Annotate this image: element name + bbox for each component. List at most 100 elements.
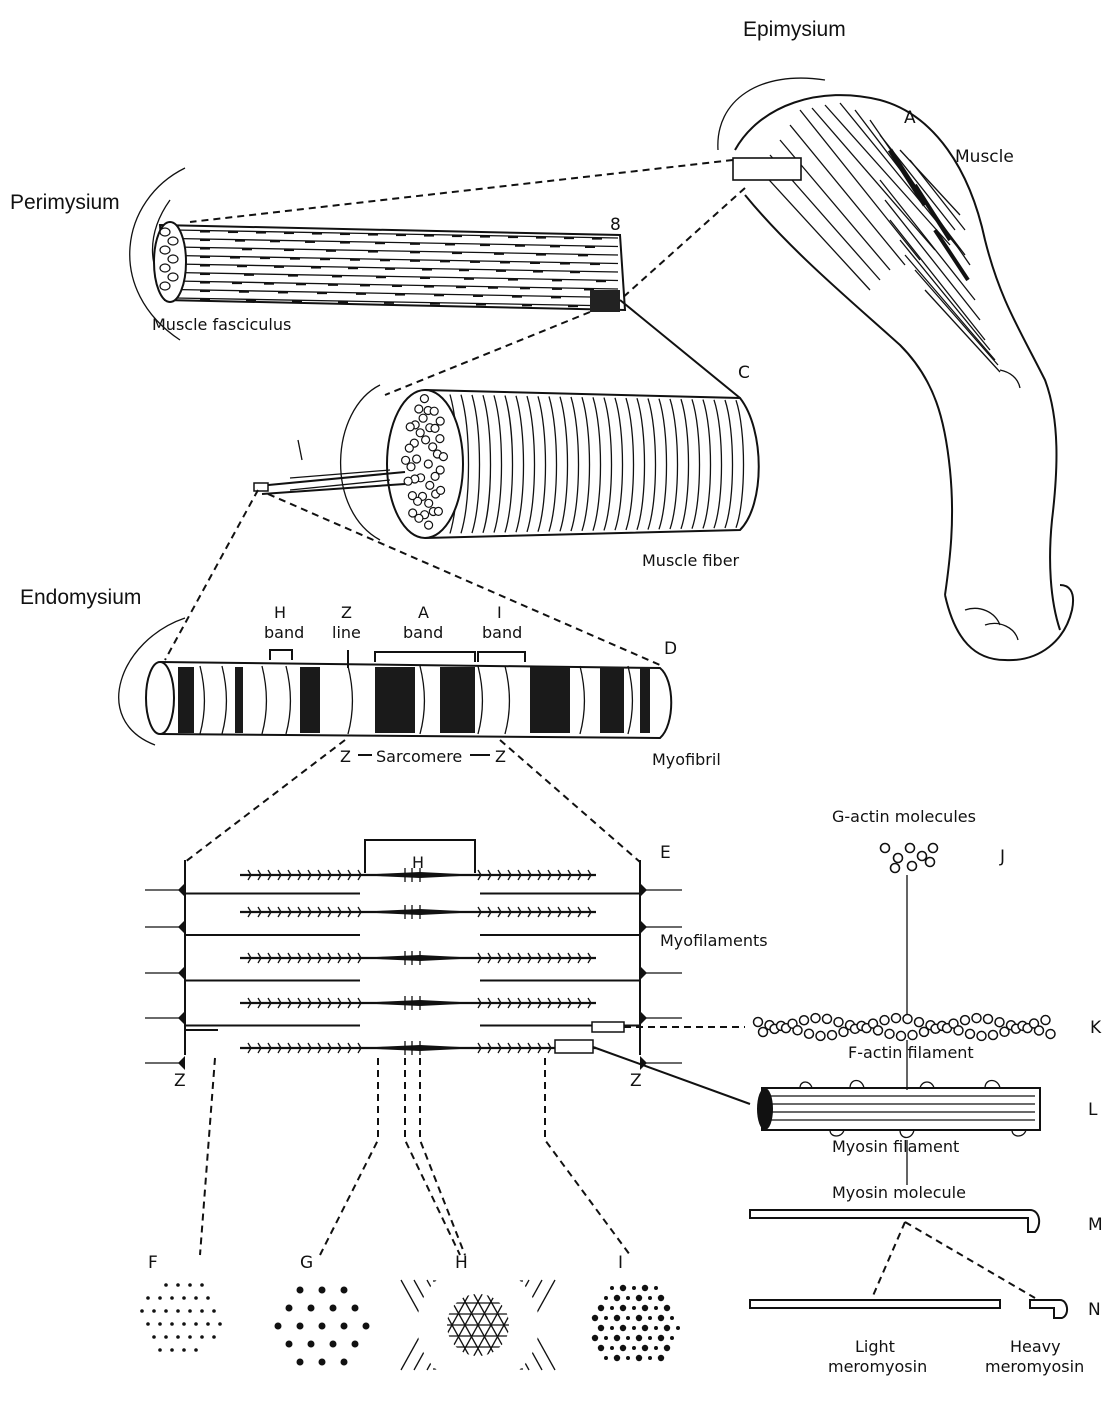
myofibril-line [200, 666, 205, 734]
myofibril-dark-band [530, 667, 570, 733]
cross-section-dot [164, 1335, 168, 1339]
f-actin-bead [984, 1014, 993, 1023]
cross-section-dot [158, 1322, 162, 1326]
cross-section-dot [620, 1325, 626, 1331]
fiber-end-myofibril [436, 435, 444, 443]
cross-section-dot [642, 1325, 648, 1331]
label-sarcomere-right-z: Z [495, 747, 506, 766]
cross-section-dot [363, 1323, 370, 1330]
cross-section-dot [632, 1346, 636, 1350]
fiber-end-myofibril [408, 492, 416, 500]
cross-section-dot [352, 1341, 359, 1348]
cross-section-dot [176, 1309, 180, 1313]
cross-section-dot [341, 1287, 348, 1294]
label-z-line-top: Z [341, 603, 352, 622]
cross-section-dot [658, 1295, 664, 1301]
f-actin-bead [1046, 1029, 1055, 1038]
label-perimysium: Perimysium [10, 191, 120, 214]
g-actin-molecule [881, 844, 890, 853]
fiber-end-myofibril [426, 481, 434, 489]
myofibril-dark-band [300, 667, 320, 733]
f-actin-bead [989, 1031, 998, 1040]
cross-section-dot [330, 1341, 337, 1348]
cross-section-dot [206, 1296, 210, 1300]
cross-section-dot [598, 1345, 604, 1351]
cross-section-dot [194, 1322, 198, 1326]
f-actin-bead [1041, 1016, 1050, 1025]
fiber-end-myofibril [425, 499, 433, 507]
thick-filament-center [355, 1000, 480, 1006]
arm-sample-box [733, 158, 801, 180]
fiber-striation [659, 399, 667, 530]
cross-section-dot [188, 1335, 192, 1339]
fiber-end-myofibril [405, 444, 413, 452]
cross-section-dot [170, 1322, 174, 1326]
cross-section-dot [200, 1283, 204, 1287]
label-letter-l: L [1088, 1100, 1098, 1120]
label-myosin-molecule: Myosin molecule [832, 1183, 966, 1202]
label-letter-f: F [148, 1253, 158, 1273]
cross-section-dot [341, 1323, 348, 1330]
cross-section-dot [614, 1355, 620, 1361]
g-actin-molecule [891, 864, 900, 873]
label-z-line-bottom: line [332, 623, 361, 642]
cross-section-dot [319, 1287, 326, 1294]
label-h-band-top: H [274, 603, 286, 622]
fiber-striation [626, 398, 634, 530]
cross-section-dot [658, 1335, 664, 1341]
myofibril-dark-band [440, 667, 475, 733]
f-actin-bead [954, 1026, 963, 1035]
cross-section-dot [218, 1322, 222, 1326]
cross-section-dot [636, 1295, 642, 1301]
cross-section-dot [604, 1316, 608, 1320]
label-myofibril: Myofibril [652, 750, 721, 769]
f-actin-bead [961, 1016, 970, 1025]
fiber-end-myofibril [439, 453, 447, 461]
cross-section-dot [275, 1323, 282, 1330]
cross-section-dot [654, 1326, 658, 1330]
cross-section-dot [188, 1309, 192, 1313]
muscle-hatching [760, 103, 1000, 372]
f-actin-bead [834, 1018, 843, 1027]
cross-section-dot [654, 1346, 658, 1350]
cross-section-dot [164, 1283, 168, 1287]
myofibril-line [348, 666, 353, 734]
cross-section-dot [632, 1326, 636, 1330]
thick-filament-center [355, 872, 480, 878]
cross-section-dot [626, 1316, 630, 1320]
f-actin-bead [892, 1014, 901, 1023]
f-actin-bead [903, 1014, 912, 1023]
fiber-end-myofibril [434, 507, 442, 515]
label-muscle-fiber: Muscle fiber [642, 551, 740, 570]
molecular-illustration [750, 844, 1067, 1319]
z-disc [640, 966, 647, 980]
cross-section-dot [614, 1315, 620, 1321]
label-z-left: Z [174, 1071, 186, 1091]
endomysium-arc-fiber [341, 385, 380, 540]
cross-section-dot [642, 1285, 648, 1291]
cross-section-dot [176, 1335, 180, 1339]
cross-section-dot [670, 1316, 674, 1320]
cross-section-dot [604, 1356, 608, 1360]
f-actin-bead [805, 1029, 814, 1038]
fiber-striation [560, 397, 568, 532]
f-actin-bead [823, 1014, 832, 1023]
fiber-end-myofibril [429, 443, 437, 451]
cross-section-dot [297, 1287, 304, 1294]
g-actin-molecule [929, 844, 938, 853]
cross-section-dot [610, 1306, 614, 1310]
z-disc [178, 920, 185, 934]
fasciculus-fiber [175, 256, 618, 264]
thick-filament-center [355, 1045, 480, 1051]
myofibril-dark-band [375, 667, 415, 733]
fiber-end-myofibril [419, 414, 427, 422]
heavy-meromyosin-drawing [1030, 1300, 1067, 1318]
myofibril-line [478, 666, 483, 734]
cross-section-dot [319, 1359, 326, 1366]
cross-section-dot [592, 1335, 598, 1341]
label-heavy-meromyosin-1: Heavy [1010, 1337, 1061, 1356]
cross-section-dot [632, 1286, 636, 1290]
label-letter-e: E [660, 843, 671, 863]
f-actin-bead [995, 1018, 1004, 1027]
